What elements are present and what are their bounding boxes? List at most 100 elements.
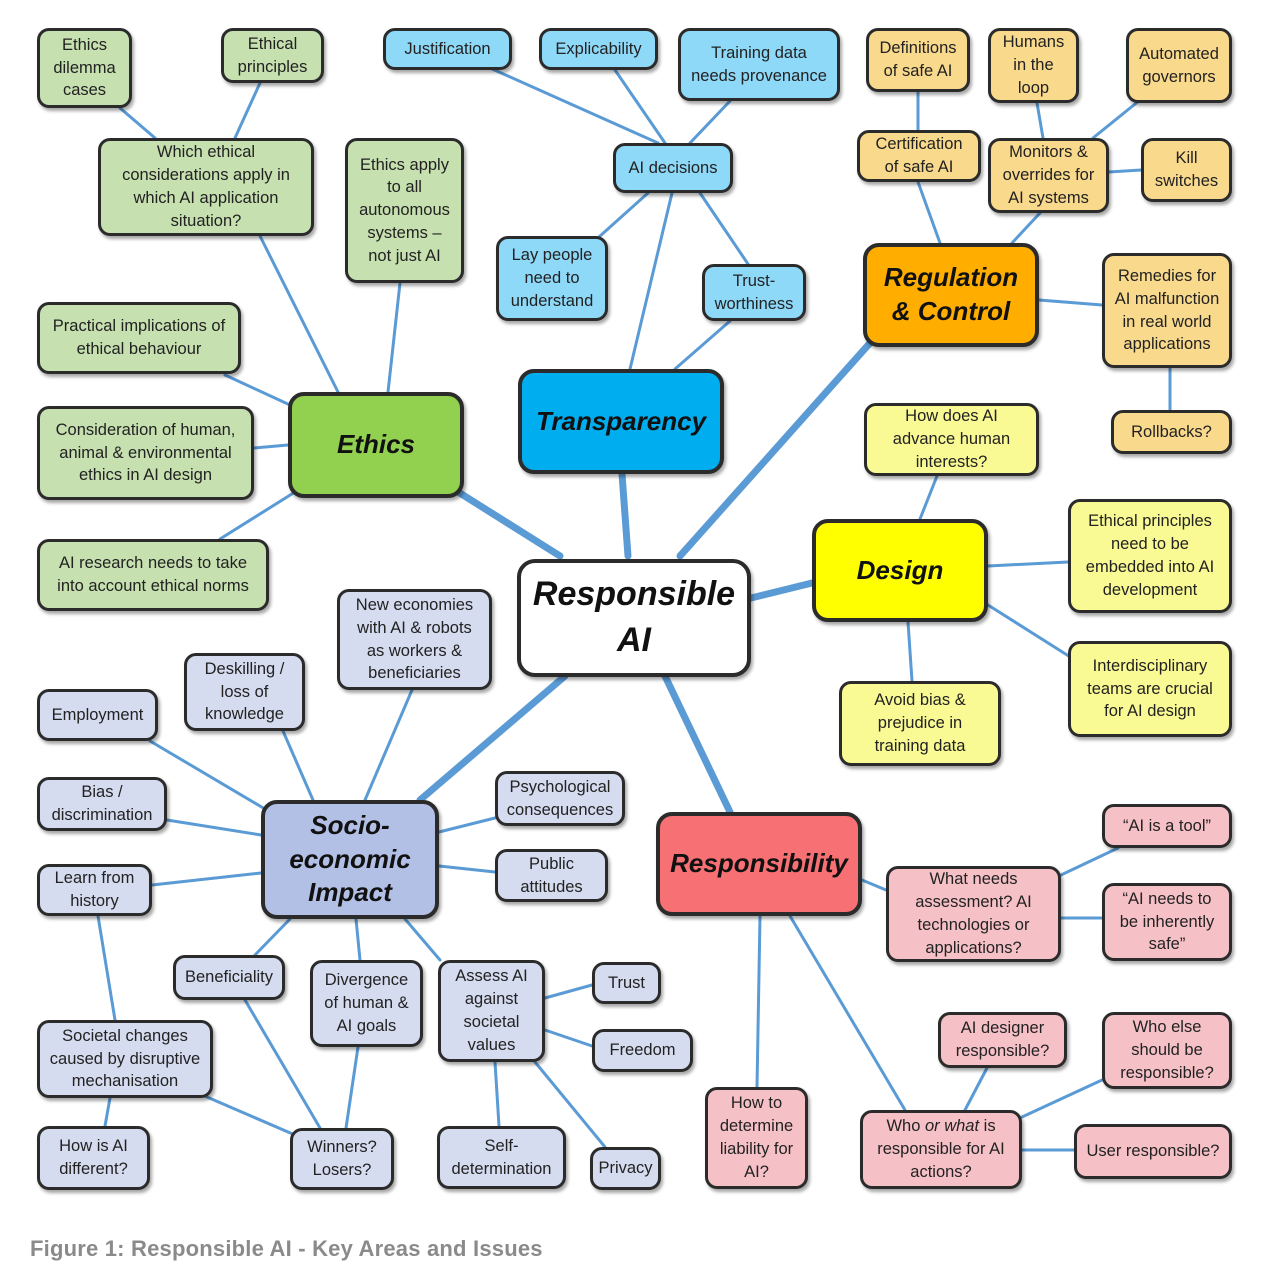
edge-socio-neweconomies bbox=[363, 688, 414, 802]
node-label: Ethics apply to all autonomous systems –… bbox=[359, 155, 450, 265]
edge-beneficiality-winners bbox=[243, 998, 322, 1130]
figure-caption: Figure 1: Responsible AI - Key Areas and… bbox=[30, 1236, 543, 1261]
node-explicability: Explicability bbox=[539, 28, 658, 70]
node-label: Design bbox=[856, 554, 944, 585]
node-label: Freedom bbox=[609, 1041, 676, 1060]
node-label: How does AI advance human interests? bbox=[892, 407, 1011, 471]
node-assess-societal-values: Assess AI against societal values bbox=[438, 960, 545, 1062]
node-label: Lay people need to understand bbox=[510, 246, 594, 310]
node-monitors-overrides: Monitors & overrides for AI systems bbox=[988, 138, 1109, 213]
node-transparency: Transparency bbox=[518, 369, 724, 474]
edge-decisions-justification bbox=[488, 66, 660, 145]
edge-socio-deskilling bbox=[281, 729, 315, 802]
node-bias-discrimination: Bias / discrimination bbox=[37, 777, 167, 831]
edge-socio-employment bbox=[148, 739, 272, 814]
node-label: Regulation & Control bbox=[883, 262, 1019, 326]
node-label: Self- determination bbox=[451, 1136, 552, 1178]
node-label: Ethics bbox=[336, 429, 416, 460]
edge-socio-psychological bbox=[437, 816, 497, 834]
node-trustworthiness: Trust- worthiness bbox=[702, 264, 806, 321]
node-label: “AI needs to be inherently safe” bbox=[1119, 889, 1215, 954]
node-label: New economies with AI & robots as worker… bbox=[355, 595, 474, 683]
node-winners-losers: Winners? Losers? bbox=[290, 1128, 394, 1190]
node-label: Humans in the loop bbox=[1002, 33, 1065, 97]
node-justification: Justification bbox=[383, 28, 512, 70]
edge-monitors-humans bbox=[1035, 101, 1045, 140]
edge-ethics-consideration bbox=[252, 443, 290, 450]
node-label: Deskilling / loss of knowledge bbox=[204, 659, 285, 724]
node-inherently-safe: “AI needs to be inherently safe” bbox=[1102, 883, 1232, 961]
node-what-needs-assessment: What needs assessment? AI technologies o… bbox=[886, 866, 1061, 962]
node-label: Responsible AI bbox=[532, 575, 736, 659]
edge-design-advance bbox=[918, 474, 939, 521]
edge-responsibility-assessment bbox=[860, 878, 888, 892]
node-kill-switches: Kill switches bbox=[1141, 138, 1232, 202]
edge-assess-selfdetermination bbox=[493, 1060, 501, 1128]
node-label: Public attitudes bbox=[520, 854, 583, 896]
node-label: Remedies for AI malfunction in real worl… bbox=[1114, 266, 1220, 354]
node-responsible-ai: Responsible AI bbox=[517, 559, 751, 677]
node-regulation-control: Regulation & Control bbox=[863, 243, 1039, 347]
node-label: Interdisciplinary teams are crucial for … bbox=[1087, 656, 1213, 721]
node-how-is-ai-different: How is AI different? bbox=[37, 1126, 150, 1190]
node-learn-from-history: Learn from history bbox=[37, 864, 152, 916]
edge-center-design bbox=[747, 579, 816, 602]
node-label: Beneficiality bbox=[184, 968, 274, 987]
node-label: What needs assessment? AI technologies o… bbox=[915, 870, 1032, 957]
node-ethics-dilemma-cases: Ethics dilemma cases bbox=[37, 28, 132, 108]
edge-socio-bias bbox=[165, 818, 263, 837]
node-societal-changes: Societal changes caused by disruptive me… bbox=[37, 1020, 213, 1098]
node-public-attitudes: Public attitudes bbox=[495, 849, 608, 902]
node-responsibility: Responsibility bbox=[656, 812, 862, 916]
edge-assessment-tool bbox=[1059, 846, 1120, 877]
node-avoid-bias: Avoid bias & prejudice in training data bbox=[839, 681, 1001, 766]
node-label: Justification bbox=[404, 39, 491, 58]
edge-ethics-apply-all bbox=[386, 281, 402, 394]
node-label: Practical implications of ethical behavi… bbox=[52, 317, 226, 358]
edge-decisions-trustworthiness bbox=[698, 191, 750, 266]
edge-socio-assess bbox=[403, 917, 442, 962]
edge-ethics-research bbox=[218, 490, 297, 541]
node-label: Explicability bbox=[555, 39, 642, 58]
node-label: AI designer responsible? bbox=[955, 1019, 1050, 1060]
edge-divergence-winners bbox=[344, 1045, 360, 1130]
node-ethics-apply-all: Ethics apply to all autonomous systems –… bbox=[345, 138, 464, 283]
node-practical-implications: Practical implications of ethical behavi… bbox=[37, 302, 241, 374]
node-label: AI decisions bbox=[628, 158, 718, 177]
node-self-determination: Self- determination bbox=[437, 1126, 566, 1189]
edge-regulation-certification bbox=[916, 180, 942, 245]
edge-center-ethics bbox=[451, 486, 564, 560]
node-label: Assess AI against societal values bbox=[455, 967, 528, 1054]
edge-assess-freedom bbox=[543, 1028, 594, 1048]
node-label: User responsible? bbox=[1086, 1142, 1220, 1161]
node-beneficiality: Beneficiality bbox=[173, 955, 285, 1000]
node-label: Societal changes caused by disruptive me… bbox=[49, 1026, 201, 1091]
node-ai-decisions: AI decisions bbox=[613, 143, 733, 193]
edge-which-principles bbox=[233, 81, 262, 140]
node-label: Consideration of human, animal & environ… bbox=[55, 420, 236, 485]
node-freedom: Freedom bbox=[592, 1029, 693, 1072]
node-label: Socio- economic Impact bbox=[289, 809, 411, 908]
node-label: How is AI different? bbox=[59, 1137, 128, 1178]
node-label: Transparency bbox=[535, 405, 707, 436]
node-label: Psychological consequences bbox=[506, 777, 614, 819]
node-socio-economic-impact: Socio- economic Impact bbox=[261, 800, 439, 919]
node-who-what-responsible: Who or what is responsible for AI action… bbox=[860, 1110, 1022, 1189]
edge-whowhat-whoelse bbox=[1020, 1078, 1104, 1119]
node-advance-human-interests: How does AI advance human interests? bbox=[864, 403, 1039, 476]
node-label: Who or what is responsible for AI action… bbox=[877, 1117, 1005, 1181]
edge-socio-learn bbox=[150, 871, 263, 887]
node-label: Winners? Losers? bbox=[307, 1138, 377, 1179]
edge-transparency-trust bbox=[673, 319, 732, 371]
edge-whowhat-designer bbox=[963, 1066, 989, 1112]
edge-societal-winners bbox=[198, 1092, 297, 1137]
node-which-ethical-considerations: Which ethical considerations apply in wh… bbox=[98, 138, 314, 236]
node-user-responsible: User responsible? bbox=[1074, 1124, 1232, 1179]
edge-assess-privacy bbox=[533, 1060, 607, 1149]
node-principles-embedded: Ethical principles need to be embedded i… bbox=[1068, 499, 1232, 613]
node-new-economies: New economies with AI & robots as worker… bbox=[337, 589, 492, 690]
node-label: Who else should be responsible? bbox=[1120, 1018, 1214, 1082]
node-liability: How to determine liability for AI? bbox=[705, 1087, 808, 1189]
